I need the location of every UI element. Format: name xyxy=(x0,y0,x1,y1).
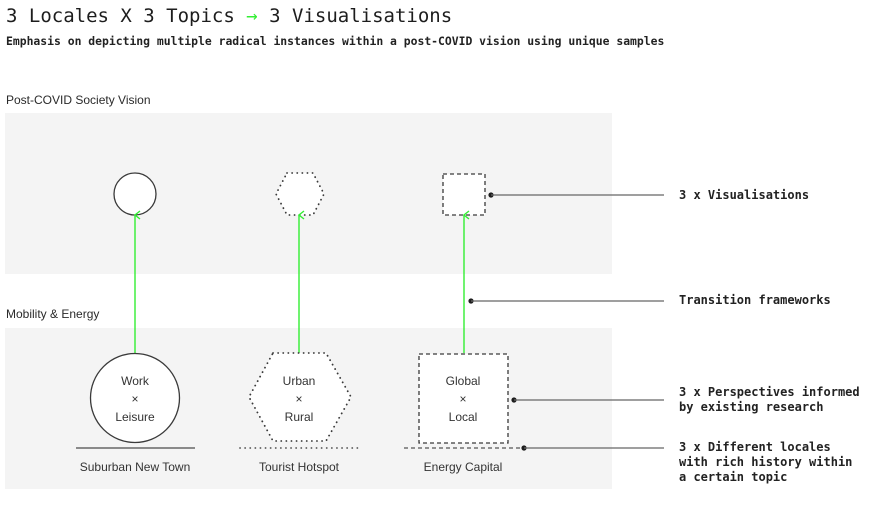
note-locales-line-1: 3 x Different locales xyxy=(679,440,831,454)
perspective-circle xyxy=(89,352,181,444)
green-arrow-icon: → xyxy=(246,5,258,27)
note-locales-line-3: a certain topic xyxy=(679,470,788,484)
note-locales: 3 x Different locales with rich history … xyxy=(679,440,852,485)
note-perspectives: 3 x Perspectives informed by existing re… xyxy=(679,385,860,415)
topic-b: Leisure xyxy=(115,410,155,424)
topic-b: Local xyxy=(448,410,478,424)
perspective-label-2: Urban × Rural xyxy=(239,372,359,426)
locale-label-2: Tourist Hotspot xyxy=(258,460,340,474)
section-label-mobility: Mobility & Energy xyxy=(6,307,100,321)
topic-a: Work xyxy=(121,374,149,388)
locale-label-1: Suburban New Town xyxy=(79,460,191,474)
connector-perspectives xyxy=(511,397,664,403)
visualisation-circle xyxy=(113,172,157,216)
locale-label-3: Energy Capital xyxy=(423,460,503,474)
perspective-square xyxy=(418,353,509,444)
perspective-label-1: Work × Leisure xyxy=(75,372,195,426)
note-visualisations: 3 x Visualisations xyxy=(679,188,810,202)
diagram-subtitle: Emphasis on depicting multiple radical i… xyxy=(6,34,665,48)
visualisation-hexagon xyxy=(274,172,326,216)
connector-visualisations xyxy=(488,192,664,198)
cross-icon: × xyxy=(131,392,139,406)
note-locales-line-2: with rich history within xyxy=(679,455,853,469)
connector-transition xyxy=(468,298,664,304)
topic-a: Urban xyxy=(282,374,316,388)
section-label-vision: Post-COVID Society Vision xyxy=(6,93,151,107)
note-perspectives-line-2: by existing research xyxy=(679,400,824,414)
note-perspectives-line-1: 3 x Perspectives informed xyxy=(679,385,860,399)
perspective-label-3: Global × Local xyxy=(403,372,523,426)
topic-a: Global xyxy=(445,374,481,388)
title-left: 3 Locales X 3 Topics xyxy=(6,5,235,27)
topic-b: Rural xyxy=(284,410,314,424)
connector-locales xyxy=(521,445,664,451)
cross-icon: × xyxy=(295,392,303,406)
cross-icon: × xyxy=(459,392,467,406)
note-transition: Transition frameworks xyxy=(679,293,831,307)
diagram-title: 3 Locales X 3 Topics → 3 Visualisations xyxy=(6,5,452,27)
perspective-hexagon xyxy=(247,352,353,442)
visualisation-square xyxy=(442,173,486,216)
title-right: 3 Visualisations xyxy=(269,5,453,27)
